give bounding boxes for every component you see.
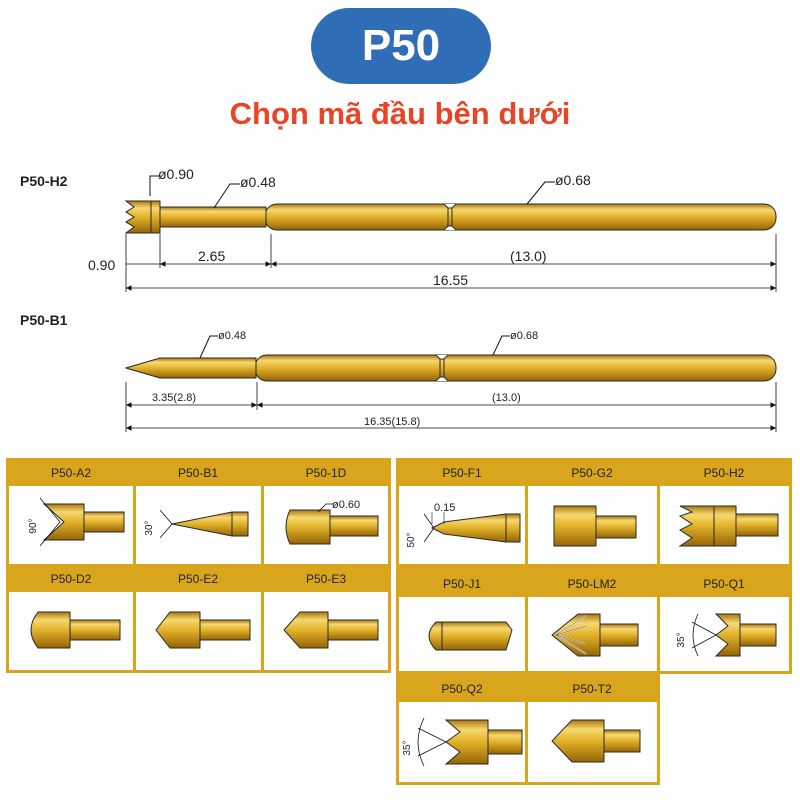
tip-cell-1d[interactable]: P50-1D ø0.60: [264, 461, 388, 564]
crown-tip-icon: [678, 505, 779, 547]
tip-name: P50-A2: [51, 466, 91, 480]
probe-h2-label: P50-H2: [20, 173, 68, 189]
fine-point-tip-icon: [423, 512, 521, 543]
multi-point-tip-icon: [551, 613, 639, 657]
tip-angle: 50°: [406, 532, 417, 547]
tip-cell-f1[interactable]: P50-F1 0.15 50°: [399, 461, 525, 564]
v-notch-tip-icon: [417, 717, 523, 767]
tip-cell-h2[interactable]: P50-H2: [660, 461, 789, 564]
tip-cell-a2[interactable]: P50-A2 90°: [9, 461, 133, 564]
probe-b1-barrel-dia: ø0.68: [510, 330, 538, 342]
cone-tip-icon: [283, 611, 379, 649]
tip-cell-g2[interactable]: P50-G2: [528, 461, 657, 564]
tip-cell-b1[interactable]: P50-B1 30°: [136, 461, 261, 564]
tip-cell-q2[interactable]: P50-Q2 35°: [399, 677, 525, 782]
probe-b1-tip-dia: ø0.48: [218, 330, 246, 342]
probe-h2-dim-total: 16.55: [433, 272, 468, 288]
probe-h2-dim-head: 0.90: [88, 257, 115, 273]
tip-name: P50-G2: [571, 466, 613, 480]
cone-tip-icon: [155, 611, 251, 649]
tip-angle: 30°: [144, 520, 155, 535]
tip-dia: ø0.60: [332, 499, 360, 511]
tip-name: P50-J1: [443, 577, 481, 591]
round-tip-icon: [30, 611, 121, 649]
probe-h2-barrel-dia: ø0.68: [555, 172, 591, 188]
tip-cell-d2[interactable]: P50-D2: [9, 567, 133, 670]
probe-h2-barrel: [264, 203, 777, 231]
tip-name: P50-B1: [178, 466, 218, 480]
tip-dim: 0.15: [434, 502, 455, 514]
probe-h2-drawing: P50-H2 ø0.90 ø0.48 ø0.68 0.90 2.65 (13.0…: [20, 166, 777, 292]
tip-cell-j1[interactable]: P50-J1: [399, 572, 525, 671]
tip-name: P50-F1: [442, 466, 482, 480]
probe-h2-tip-dia: ø0.48: [240, 174, 276, 190]
cone-tip-icon: [551, 719, 641, 763]
tip-angle: 90°: [28, 518, 39, 533]
probe-b1-dim-barrel: (13.0): [492, 392, 521, 404]
round-flat-tip-icon: [285, 503, 379, 545]
v-notch-tip-icon: [691, 613, 777, 657]
probe-b1-label: P50-B1: [20, 312, 68, 328]
tip-angle: 35°: [402, 740, 413, 755]
tip-name: P50-Q1: [703, 577, 745, 591]
tip-cell-lm2[interactable]: P50-LM2: [528, 572, 657, 671]
probe-h2-dim-tip: 2.65: [198, 248, 225, 264]
tip-name: P50-T2: [572, 682, 612, 696]
probe-b1-dim-total: 16.35(15.8): [364, 416, 420, 428]
tip-name: P50-E2: [178, 572, 218, 586]
tip-cell-e3[interactable]: P50-E3: [264, 567, 388, 670]
probe-h2-crown-head: [124, 200, 161, 234]
model-badge: P50: [311, 8, 491, 84]
tip-name: P50-1D: [306, 466, 347, 480]
probe-h2-plunger: [159, 206, 267, 228]
flat-tip-icon: [553, 505, 637, 547]
probe-b1-drawing: P50-B1 ø0.48 ø0.68 3.35(2.8) (13.0) 16.3…: [20, 312, 777, 432]
tip-name: P50-E3: [306, 572, 346, 586]
tip-cell-e2[interactable]: P50-E2: [136, 567, 261, 670]
rounded-tip-icon: [428, 621, 513, 651]
probe-b1-barrel: [254, 354, 777, 382]
tip-name: P50-Q2: [441, 682, 483, 696]
tip-cell-t2[interactable]: P50-T2: [528, 677, 657, 782]
probe-h2-dim-barrel: (13.0): [510, 248, 547, 264]
probe-b1-spear-plunger: [124, 357, 257, 379]
spear-tip-icon: [159, 509, 249, 539]
tip-cell-q1[interactable]: P50-Q1 35°: [660, 572, 789, 671]
probe-h2-head-dia: ø0.90: [158, 166, 194, 182]
probe-b1-dim-tip: 3.35(2.8): [152, 392, 196, 404]
page-subtitle: Chọn mã đầu bên dưới: [229, 96, 571, 131]
tip-name: P50-H2: [704, 466, 745, 480]
tip-angle: 35°: [676, 632, 687, 647]
tip-name: P50-D2: [51, 572, 92, 586]
tip-name: P50-LM2: [568, 577, 617, 591]
crown-v-tip-icon: [39, 497, 125, 547]
